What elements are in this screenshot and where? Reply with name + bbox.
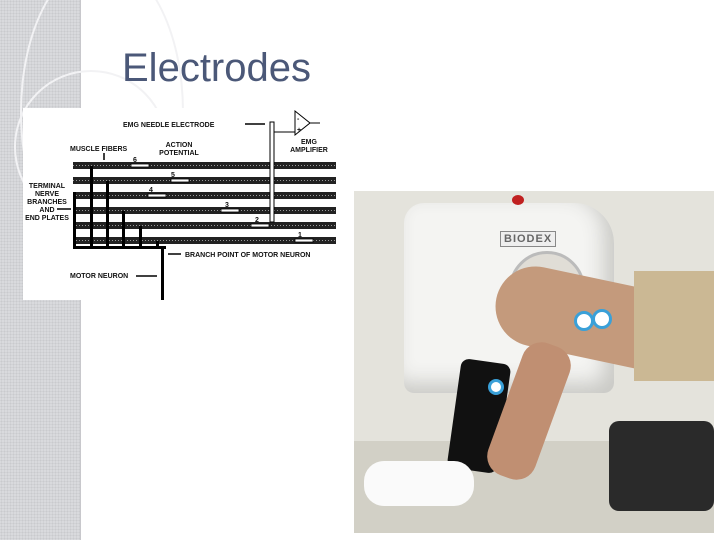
sock bbox=[364, 461, 474, 506]
electrode-pad bbox=[488, 379, 504, 395]
label-terminal: END PLATES bbox=[25, 215, 69, 222]
label-terminal: NERVE bbox=[35, 191, 59, 198]
label-terminal: TERMINAL bbox=[29, 183, 66, 190]
biodex-knee-photo: BIODEX bbox=[354, 191, 714, 533]
amp-plus: + bbox=[297, 127, 301, 134]
fiber-number-5: 5 bbox=[171, 172, 175, 179]
shorts bbox=[634, 271, 714, 381]
slide-title: Electrodes bbox=[122, 46, 311, 90]
fiber-number-2: 2 bbox=[255, 217, 259, 224]
emg-diagram: 6 5 4 3 2 1 - + EMG NEEDLE ELECTRODE EMG… bbox=[23, 108, 340, 300]
fiber-number-4: 4 bbox=[149, 187, 153, 194]
label-emg-amplifier: AMPLIFIER bbox=[290, 147, 328, 154]
label-terminal: BRANCHES bbox=[27, 199, 67, 206]
fiber-number-3: 3 bbox=[225, 202, 229, 209]
muscle-fibers bbox=[73, 162, 336, 244]
muscle-fiber bbox=[73, 192, 336, 199]
label-branch-point: BRANCH POINT OF MOTOR NEURON bbox=[185, 252, 310, 259]
label-muscle-fibers: MUSCLE FIBERS bbox=[70, 146, 128, 153]
biodex-brand-label: BIODEX bbox=[500, 231, 557, 247]
electrode-pad bbox=[574, 311, 594, 331]
label-emg-amplifier: EMG bbox=[301, 139, 318, 146]
muscle-fiber bbox=[73, 162, 336, 169]
needle-electrode bbox=[269, 121, 275, 223]
muscle-fiber bbox=[73, 177, 336, 184]
label-emg-needle-electrode: EMG NEEDLE ELECTRODE bbox=[123, 122, 215, 129]
fiber-number-6: 6 bbox=[133, 157, 137, 164]
label-motor-neuron: MOTOR NEURON bbox=[70, 273, 128, 280]
muscle-fiber bbox=[73, 207, 336, 214]
label-action-potential: ACTION bbox=[166, 142, 193, 149]
electrode-pad bbox=[592, 309, 612, 329]
amplifier-symbol bbox=[294, 109, 311, 137]
muscle-fiber bbox=[73, 237, 336, 244]
fiber-number-1: 1 bbox=[298, 232, 302, 239]
action-potential-arrows bbox=[130, 163, 314, 243]
label-action-potential: POTENTIAL bbox=[159, 150, 199, 157]
nerve-branches bbox=[73, 166, 166, 300]
seat bbox=[609, 421, 714, 511]
stop-button bbox=[512, 195, 524, 205]
amp-minus: - bbox=[297, 116, 300, 123]
label-terminal: AND bbox=[39, 207, 54, 214]
muscle-fiber bbox=[73, 222, 336, 229]
